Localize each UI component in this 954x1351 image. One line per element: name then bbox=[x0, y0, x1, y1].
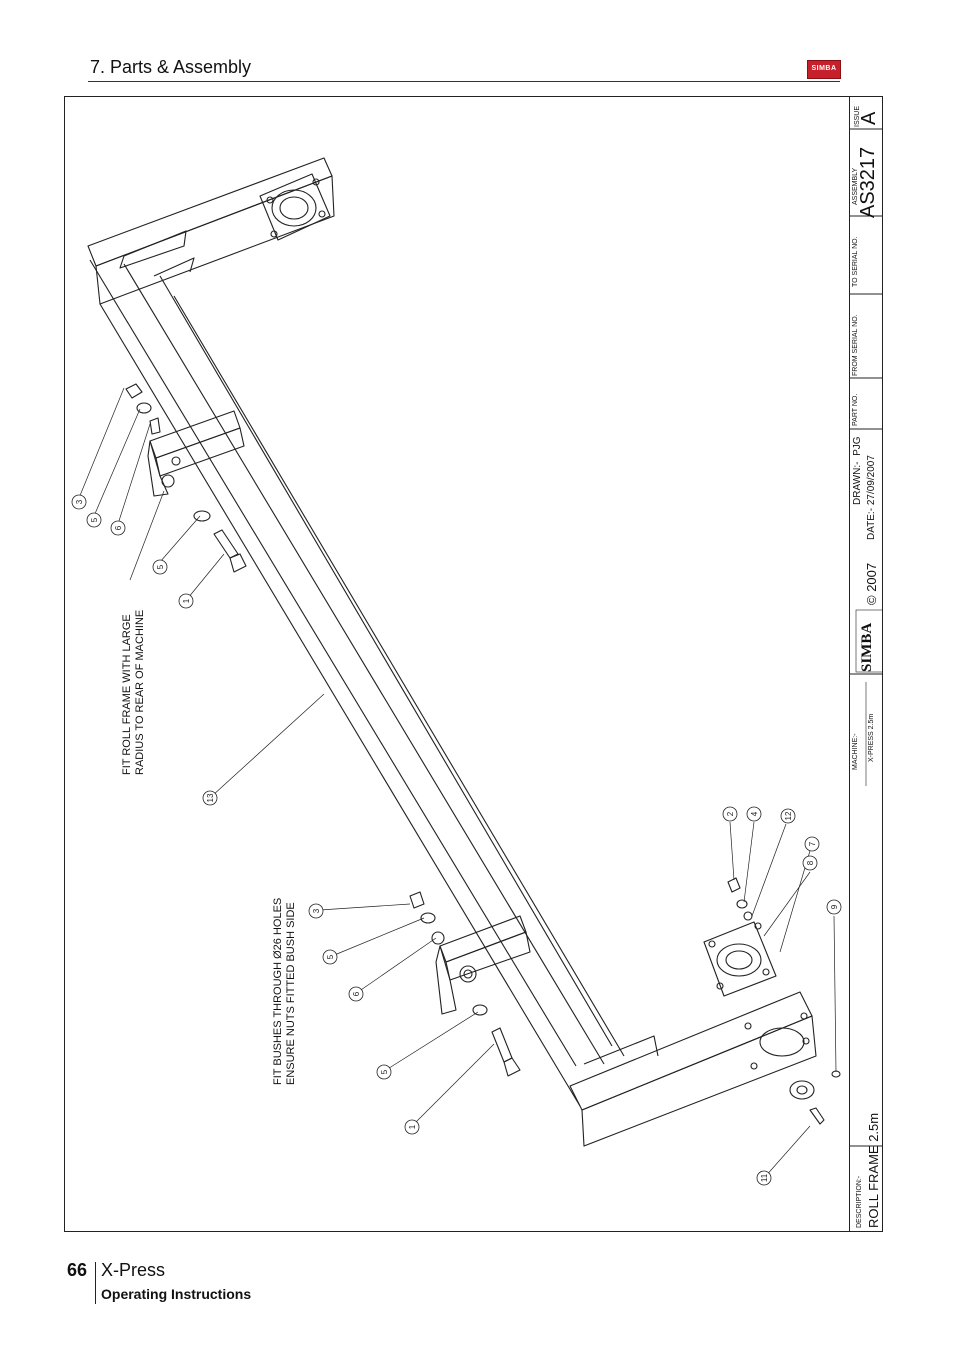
balloon-label: 1 bbox=[408, 1124, 417, 1129]
balloon: 4 bbox=[746, 806, 762, 822]
balloon: 7 bbox=[804, 836, 820, 852]
issue-value: A bbox=[858, 111, 880, 125]
balloon-label: 8 bbox=[806, 860, 815, 865]
page-number: 66 bbox=[67, 1260, 88, 1280]
simba-logo-text: SIMBA bbox=[811, 65, 837, 72]
balloon: 6 bbox=[110, 520, 126, 536]
balloon-label: 9 bbox=[830, 904, 839, 909]
balloon-label: 7 bbox=[808, 841, 817, 846]
balloon: 8 bbox=[802, 855, 818, 871]
balloon-label: 5 bbox=[90, 517, 99, 522]
balloon: 1 bbox=[404, 1119, 420, 1135]
balloon-label: 11 bbox=[760, 1173, 769, 1182]
assembly-number: AS3217 bbox=[857, 146, 879, 218]
header-divider bbox=[88, 81, 840, 82]
balloon: 13 bbox=[202, 790, 218, 806]
description-label: DESCRIPTION:- bbox=[856, 1175, 863, 1228]
balloon: 11 bbox=[756, 1170, 772, 1186]
date-value: DATE:- 27/09/2007 bbox=[866, 455, 877, 540]
balloon: 3 bbox=[71, 494, 87, 510]
balloon: 9 bbox=[826, 899, 842, 915]
balloon-label: 13 bbox=[206, 793, 215, 802]
copyright: © 2007 bbox=[864, 562, 879, 605]
simba-logo: SIMBA bbox=[807, 60, 841, 79]
balloon-label: 3 bbox=[75, 499, 84, 504]
date-text: 27/09/2007 bbox=[866, 455, 877, 506]
title-block-logo: SIMBA bbox=[859, 622, 875, 672]
drawn-value: DRAWN:- PJG bbox=[852, 436, 863, 505]
balloon-label: 5 bbox=[156, 564, 165, 569]
balloon-label: 2 bbox=[726, 811, 735, 816]
drawn-name: PJG bbox=[852, 436, 863, 456]
section-title: 7. Parts & Assembly bbox=[90, 57, 252, 77]
product-name: X-Press bbox=[101, 1260, 166, 1280]
balloon-label: 5 bbox=[326, 954, 335, 959]
machine-label: MACHINE:- bbox=[852, 733, 859, 770]
balloon: 3 bbox=[308, 903, 324, 919]
balloon-label: 6 bbox=[114, 525, 123, 530]
part-no-label: PART NO. bbox=[852, 393, 859, 426]
balloon-label: 6 bbox=[352, 991, 361, 996]
balloon: 5 bbox=[376, 1064, 392, 1080]
date-label: DATE:- bbox=[866, 507, 877, 540]
drawing-frame bbox=[64, 96, 883, 1232]
balloon: 1 bbox=[178, 593, 194, 609]
drawn-label: DRAWN:- bbox=[852, 461, 863, 505]
to-serial-label: TO SERIAL NO. bbox=[852, 236, 859, 287]
balloon: 5 bbox=[322, 949, 338, 965]
footer-divider bbox=[95, 1262, 96, 1304]
balloon: 12 bbox=[780, 808, 796, 824]
description-value: ROLL FRAME 2.5m bbox=[866, 1112, 881, 1228]
balloon: 5 bbox=[86, 512, 102, 528]
balloon-label: 4 bbox=[750, 811, 759, 816]
balloon-label: 12 bbox=[784, 811, 793, 820]
title-block-divider bbox=[849, 96, 850, 1232]
balloon: 5 bbox=[152, 559, 168, 575]
machine-value: X-PRESS 2.5m bbox=[868, 713, 875, 762]
balloon: 2 bbox=[722, 806, 738, 822]
balloon-label: 1 bbox=[182, 598, 191, 603]
from-serial-label: FROM SERIAL NO. bbox=[852, 314, 859, 376]
document-subtitle: Operating Instructions bbox=[101, 1286, 252, 1302]
assembly-drawing: 3 5 6 5 1 13 3 5 6 5 1 2 4 12 7 8 9 11 bbox=[71, 157, 842, 1186]
title-block-grid bbox=[849, 128, 883, 1147]
balloon-label: 5 bbox=[380, 1069, 389, 1074]
balloon: 6 bbox=[348, 986, 364, 1002]
balloon-label: 3 bbox=[312, 908, 321, 913]
